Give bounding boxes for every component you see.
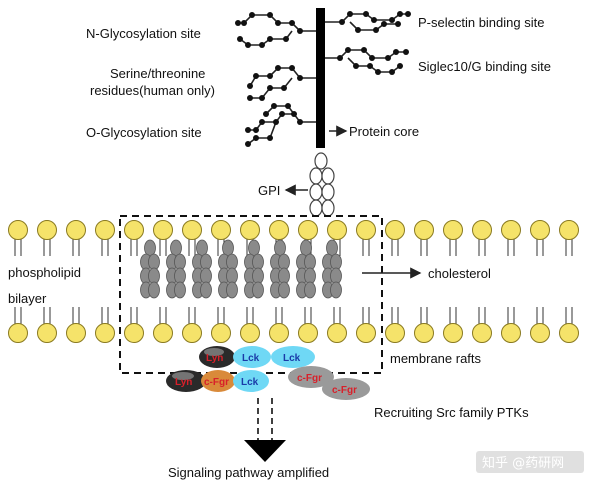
- kinase-cfgr-3: c-Fgr: [322, 378, 370, 400]
- siglec-label: Siglec10/G binding site: [418, 59, 551, 74]
- watermark: 知乎 @药研网: [482, 455, 564, 471]
- lipid-top-3: [95, 220, 115, 256]
- phospholipid-label-2: bilayer: [8, 291, 47, 306]
- watermark-backdrop: [476, 451, 584, 473]
- kinase-lyn-top: Lyn: [199, 346, 235, 368]
- phospholipid-label-1: phospholipid: [8, 265, 81, 280]
- cholesterol-molecule-3: [218, 239, 238, 299]
- lipid-bottom-10: [298, 307, 318, 343]
- gpi-anchor: [309, 152, 335, 217]
- lipid-top-12: [356, 220, 376, 256]
- lipid-top-1: [37, 220, 57, 256]
- lipid-top-16: [472, 220, 492, 256]
- svg-text:c-Fgr: c-Fgr: [332, 385, 357, 396]
- kinase-cfgr-2: c-Fgr: [288, 366, 334, 388]
- membrane-raft-box: [119, 215, 383, 374]
- recruiting-label: Recruiting Src family PTKs: [374, 405, 529, 420]
- lipid-bottom-6: [182, 307, 202, 343]
- lipid-bottom-17: [501, 307, 521, 343]
- lipid-bottom-4: [124, 307, 144, 343]
- cholesterol-label: cholesterol: [428, 266, 491, 281]
- membrane-rafts-label: membrane rafts: [390, 351, 482, 366]
- lipid-top-19: [559, 220, 579, 256]
- lipid-bottom-9: [269, 307, 289, 343]
- siglec-dots: [337, 47, 409, 75]
- lipid-top-13: [385, 220, 405, 256]
- serine-threonine-dots: [247, 65, 303, 101]
- serine-threonine-label-1: Serine/threonine: [110, 66, 205, 81]
- lipid-bottom-13: [385, 307, 405, 343]
- cholesterol-molecule-6: [296, 239, 316, 299]
- cholesterol-molecule-7: [322, 239, 342, 299]
- lipid-bottom-5: [153, 307, 173, 343]
- lipid-top-4: [124, 220, 144, 256]
- cholesterol-molecule-4: [244, 239, 264, 299]
- lipid-top-14: [414, 220, 434, 256]
- lipid-bottom-0: [8, 307, 28, 343]
- gpi-label: GPI: [258, 183, 280, 198]
- cholesterol-molecule-1: [166, 239, 186, 299]
- lipid-bottom-12: [356, 307, 376, 343]
- lipid-top-15: [443, 220, 463, 256]
- cholesterol-molecule-2: [192, 239, 212, 299]
- lipid-layer-bottom: [8, 307, 579, 343]
- kinase-cfgr-1: c-Fgr: [201, 370, 235, 392]
- lipid-bottom-1: [37, 307, 57, 343]
- lipid-bottom-11: [327, 307, 347, 343]
- signaling-label: Signaling pathway amplified: [168, 465, 329, 480]
- lipid-bottom-8: [240, 307, 260, 343]
- signaling-arrow: [244, 398, 286, 462]
- lipid-bottom-16: [472, 307, 492, 343]
- cholesterol-molecule-0: [140, 239, 160, 299]
- serine-threonine-label-2: residues(human only): [90, 83, 215, 98]
- svg-text:Lck: Lck: [241, 377, 259, 388]
- lipid-bottom-7: [211, 307, 231, 343]
- n-glycosylation-dots: [235, 12, 303, 48]
- p-selectin-dots: [339, 11, 411, 33]
- kinase-lck-3: Lck: [233, 370, 269, 392]
- serine-threonine-chain: [249, 67, 316, 99]
- cholesterol-molecule-5: [270, 239, 290, 299]
- lipid-bottom-2: [66, 307, 86, 343]
- lipid-top-18: [530, 220, 550, 256]
- n-glycosylation-chain: [238, 14, 316, 46]
- lipid-bottom-14: [414, 307, 434, 343]
- lipid-bottom-3: [95, 307, 115, 343]
- lipid-top-2: [66, 220, 86, 256]
- lipid-bottom-19: [559, 307, 579, 343]
- lipid-bottom-15: [443, 307, 463, 343]
- lipid-top-0: [8, 220, 28, 256]
- svg-text:Lyn: Lyn: [175, 377, 192, 388]
- lipid-top-6: [182, 220, 202, 256]
- svg-text:Lck: Lck: [242, 353, 260, 364]
- svg-text:c-Fgr: c-Fgr: [297, 373, 322, 384]
- kinase-lck-1: Lck: [233, 346, 271, 368]
- lipid-top-17: [501, 220, 521, 256]
- lipid-layer-top: [8, 220, 579, 256]
- lipid-top-7: [211, 220, 231, 256]
- lipid-top-5: [153, 220, 173, 256]
- kinase-lck-2: Lck: [271, 346, 315, 368]
- cholesterol-cluster: [140, 239, 342, 299]
- lipid-bottom-18: [530, 307, 550, 343]
- svg-text:c-Fgr: c-Fgr: [204, 377, 229, 388]
- o-glycosylation-dots: [245, 103, 303, 147]
- o-glycosylation-label: O-Glycosylation site: [86, 125, 202, 140]
- protein-core-label: Protein core: [349, 124, 419, 139]
- protein-core-bar: [316, 8, 325, 148]
- p-selectin-label: P-selectin binding site: [418, 15, 544, 30]
- n-glycosylation-label: N-Glycosylation site: [86, 26, 201, 41]
- svg-text:Lyn: Lyn: [206, 353, 223, 364]
- kinase-lyn-bottom: Lyn: [166, 370, 206, 392]
- svg-text:Lck: Lck: [283, 353, 301, 364]
